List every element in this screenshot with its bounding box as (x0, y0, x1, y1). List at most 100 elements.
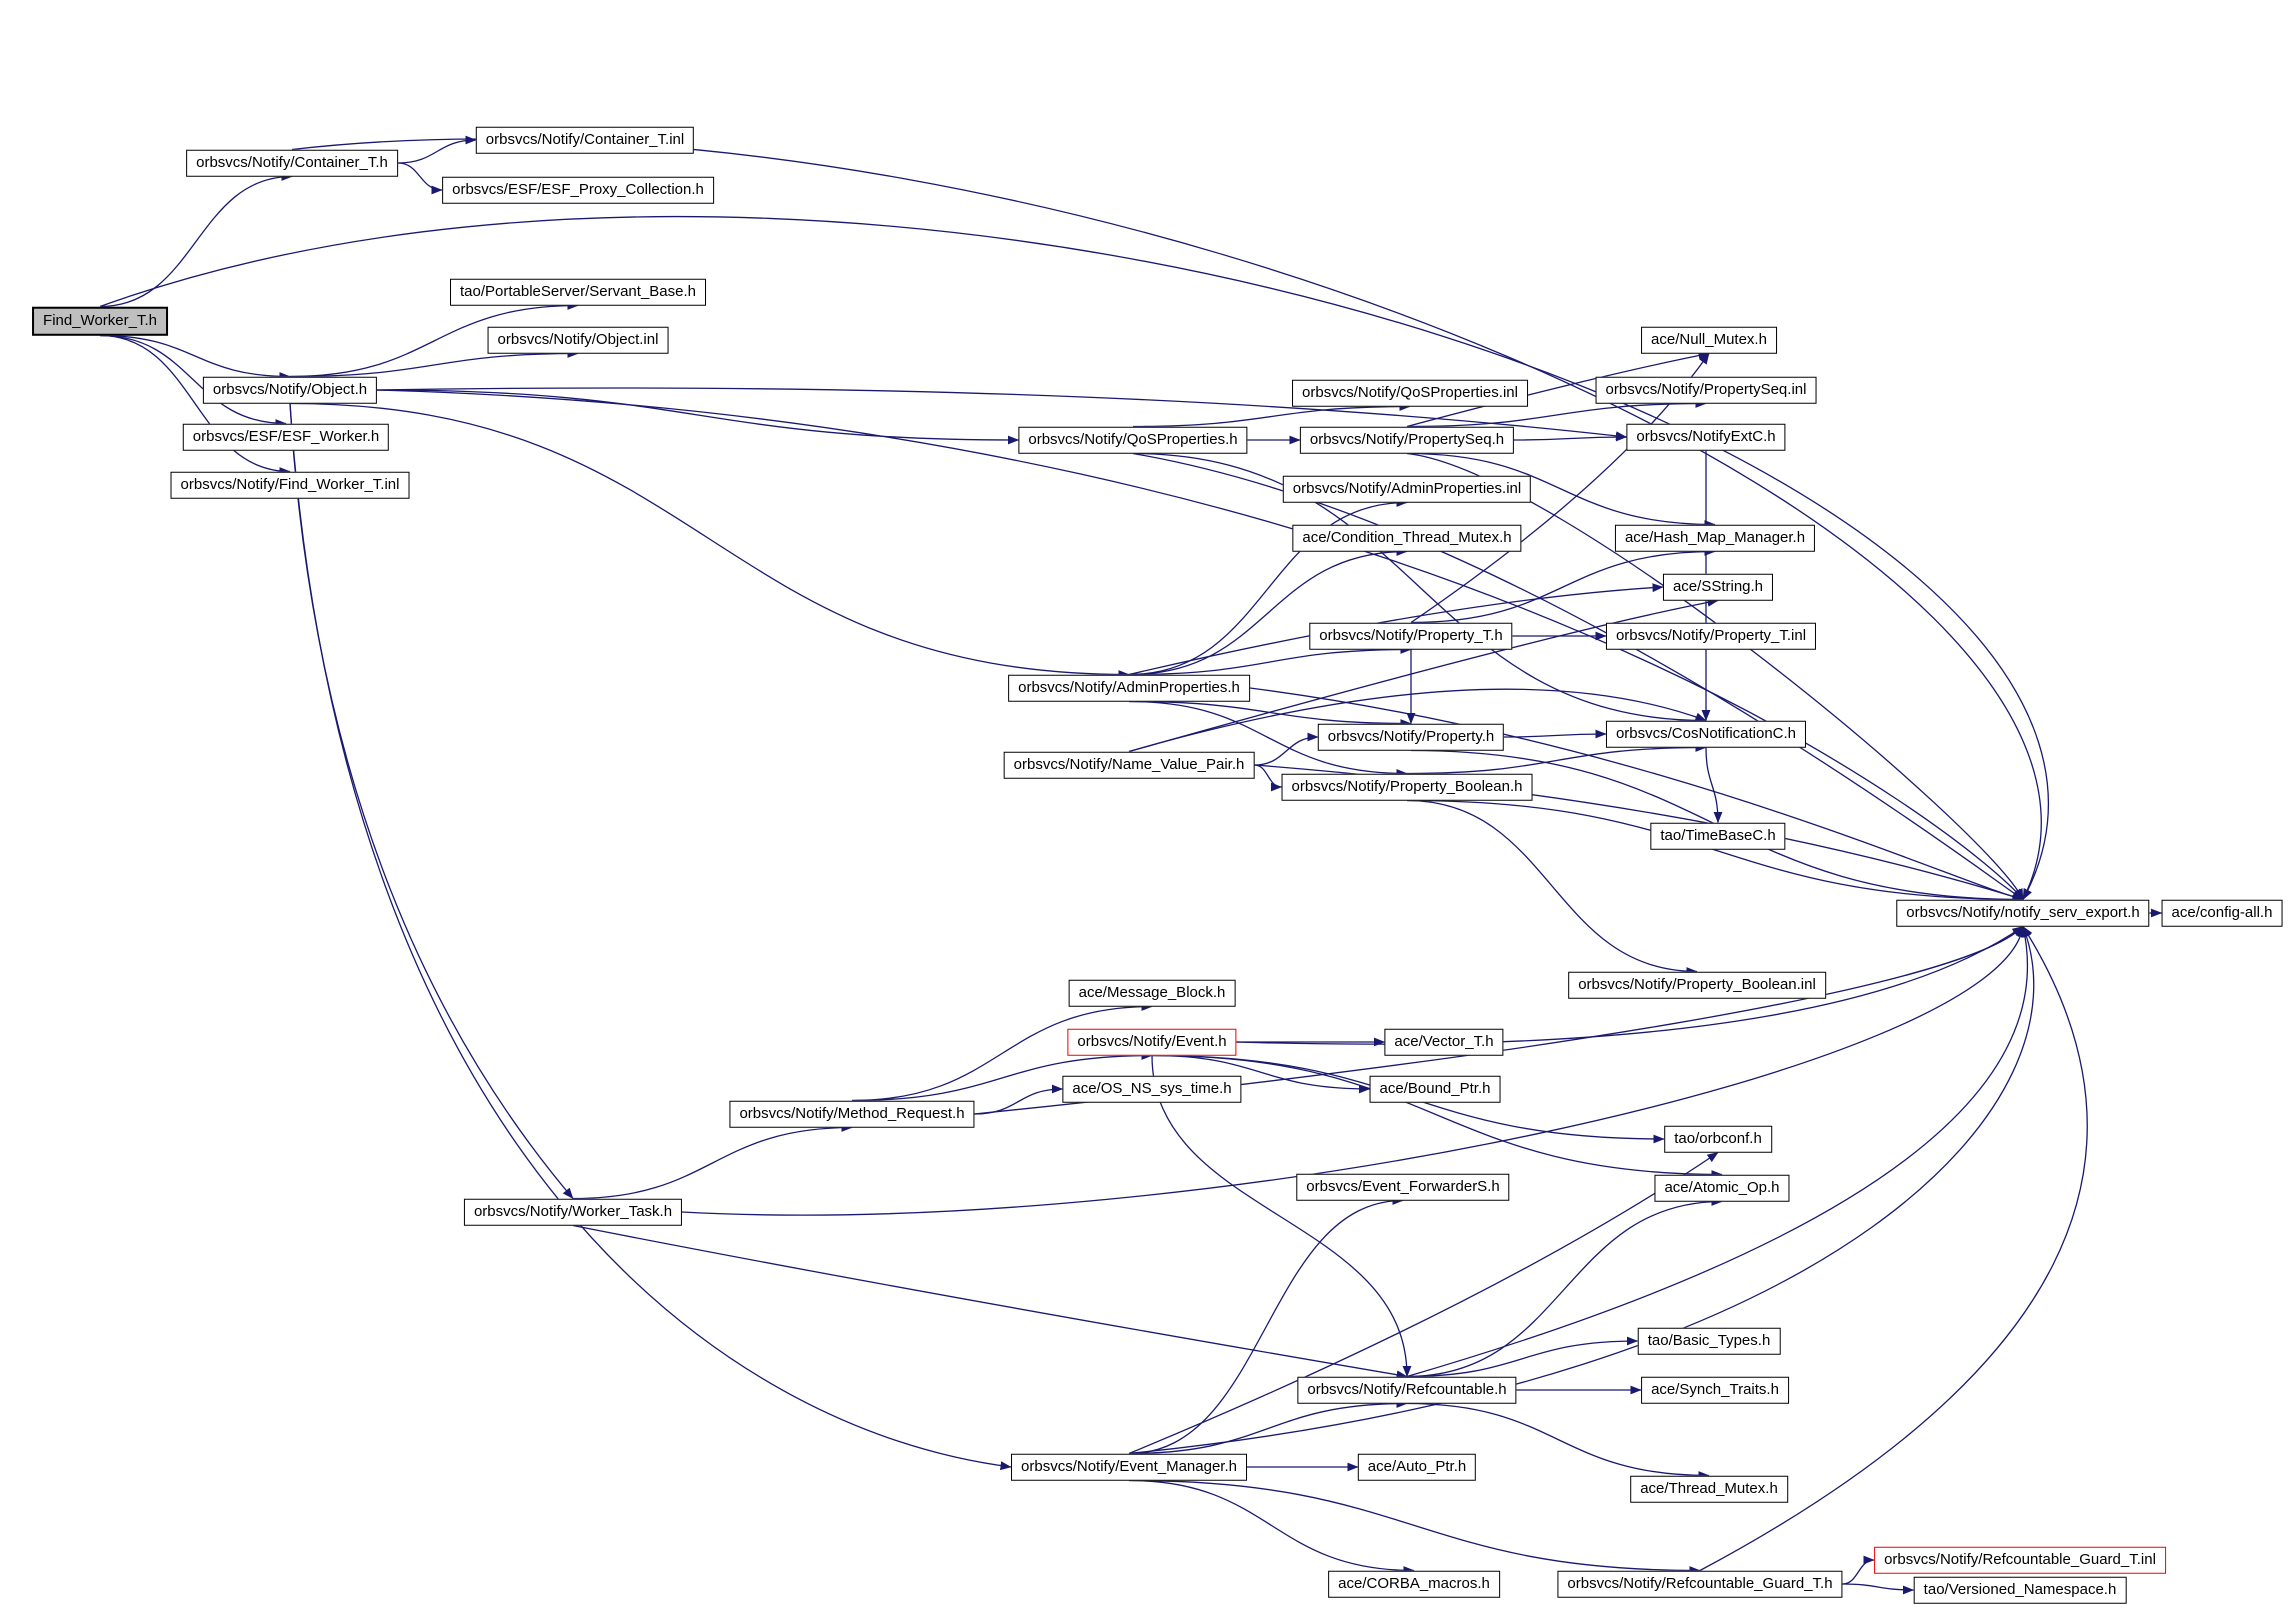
edge-object-h-to-notify-serv-export-h (376, 389, 2024, 900)
edge-property-boolean-h-to-property-boolean-inl (1406, 799, 1698, 976)
edge-method-request-h-to-event-h (851, 1051, 1153, 1102)
edge-event-manager-h-to-refcountable-h (1128, 1399, 1408, 1455)
node-find-worker-t-inl[interactable]: orbsvcs/Notify/Find_Worker_T.inl (170, 471, 410, 499)
edge-find-worker-t-h-to-esf-worker-h (99, 334, 287, 428)
node-qosproperties-inl[interactable]: orbsvcs/Notify/QoSProperties.inl (1292, 379, 1528, 407)
node-orbconf-h[interactable]: tao/orbconf.h (1664, 1125, 1772, 1153)
edge-adminproperties-h-to-condition-thread-mutex-h (1128, 547, 1408, 676)
node-vector-t-h[interactable]: ace/Vector_T.h (1384, 1028, 1504, 1056)
node-null-mutex-h[interactable]: ace/Null_Mutex.h (1641, 326, 1777, 354)
edge-method-request-h-to-message-block-h (851, 1002, 1153, 1102)
node-qosproperties-h[interactable]: orbsvcs/Notify/QoSProperties.h (1018, 426, 1248, 454)
edge-event-manager-h-to-orbconf-h (1128, 1151, 1719, 1455)
edge-propertyseq-h-to-propertyseq-inl (1406, 399, 1707, 428)
edge-propertyseq-h-to-null-mutex-h (1406, 351, 1710, 428)
edge-property-boolean-h-to-notify-serv-export-h (1406, 799, 2024, 904)
edge-qosproperties-h-to-qosproperties-inl (1132, 402, 1411, 428)
edge-object-h-to-event-manager-h (289, 403, 1012, 1471)
edge-property-h-to-cosnotificationc-h (1503, 729, 1607, 739)
node-bound-ptr-h[interactable]: ace/Bound_Ptr.h (1369, 1075, 1501, 1103)
edge-refcountable-h-to-basic-types-h (1406, 1336, 1639, 1378)
node-synch-traits-h[interactable]: ace/Synch_Traits.h (1641, 1376, 1789, 1404)
edge-event-manager-h-to-refcountable-guard-t-h (1128, 1479, 1701, 1575)
node-property-t-h[interactable]: orbsvcs/Notify/Property_T.h (1309, 622, 1513, 650)
node-container-t-h[interactable]: orbsvcs/Notify/Container_T.h (186, 149, 398, 177)
node-basic-types-h[interactable]: tao/Basic_Types.h (1637, 1327, 1781, 1355)
node-event-h[interactable]: orbsvcs/Notify/Event.h (1067, 1028, 1237, 1056)
node-property-boolean-h[interactable]: orbsvcs/Notify/Property_Boolean.h (1281, 773, 1533, 801)
node-cosnotificationc-h[interactable]: orbsvcs/CosNotificationC.h (1605, 720, 1807, 748)
node-refcountable-guard-t-inl[interactable]: orbsvcs/Notify/Refcountable_Guard_T.inl (1874, 1546, 2166, 1574)
node-atomic-op-h[interactable]: ace/Atomic_Op.h (1654, 1174, 1790, 1202)
node-notifyextc-h[interactable]: orbsvcs/NotifyExtC.h (1626, 423, 1786, 451)
edge-worker-task-h-to-refcountable-h (572, 1224, 1408, 1380)
node-thread-mutex-h[interactable]: ace/Thread_Mutex.h (1630, 1475, 1788, 1503)
node-object-inl[interactable]: orbsvcs/Notify/Object.inl (487, 326, 669, 354)
edge-event-h-to-atomic-op-h (1151, 1054, 1723, 1179)
node-hash-map-manager-h[interactable]: ace/Hash_Map_Manager.h (1614, 524, 1816, 552)
edge-object-h-to-servant-base-h (289, 301, 579, 378)
edge-container-t-h-to-esf-proxy-collection-h (397, 162, 443, 195)
node-propertyseq-inl[interactable]: orbsvcs/Notify/PropertySeq.inl (1595, 376, 1817, 404)
node-event-forwarders-h[interactable]: orbsvcs/Event_ForwarderS.h (1296, 1173, 1510, 1201)
node-propertyseq-h[interactable]: orbsvcs/Notify/PropertySeq.h (1299, 426, 1515, 454)
edge-adminproperties-h-to-property-boolean-h (1128, 700, 1408, 778)
node-sstring-h[interactable]: ace/SString.h (1662, 573, 1774, 601)
node-versioned-namespace-h[interactable]: tao/Versioned_Namespace.h (1913, 1576, 2127, 1604)
edge-event-h-to-refcountable-h (1151, 1055, 1412, 1378)
node-esf-worker-h[interactable]: orbsvcs/ESF/ESF_Worker.h (182, 423, 390, 451)
node-refcountable-guard-t-h[interactable]: orbsvcs/Notify/Refcountable_Guard_T.h (1557, 1570, 1843, 1598)
edge-refcountable-h-to-thread-mutex-h (1406, 1402, 1710, 1480)
node-servant-base-h[interactable]: tao/PortableServer/Servant_Base.h (450, 278, 706, 306)
edge-container-t-h-to-container-t-inl (397, 135, 477, 164)
node-os-ns-sys-time-h[interactable]: ace/OS_NS_sys_time.h (1062, 1075, 1242, 1103)
node-container-t-inl[interactable]: orbsvcs/Notify/Container_T.inl (475, 126, 695, 154)
edge-refcountable-guard-t-h-to-refcountable-guard-t-inl (1842, 1555, 1875, 1585)
node-adminproperties-inl[interactable]: orbsvcs/Notify/AdminProperties.inl (1282, 475, 1532, 503)
edge-event-manager-h-to-corba-macros-h (1128, 1479, 1415, 1575)
node-message-block-h[interactable]: ace/Message_Block.h (1068, 979, 1236, 1007)
node-refcountable-h[interactable]: orbsvcs/Notify/Refcountable.h (1297, 1376, 1517, 1404)
node-esf-proxy-collection-h[interactable]: orbsvcs/ESF/ESF_Proxy_Collection.h (442, 176, 714, 204)
node-name-value-pair-h[interactable]: orbsvcs/Notify/Name_Value_Pair.h (1003, 751, 1255, 779)
edge-object-h-to-object-inl (289, 349, 579, 378)
edge-qosproperties-h-to-notify-serv-export-h (1132, 452, 2024, 901)
node-event-manager-h[interactable]: orbsvcs/Notify/Event_Manager.h (1011, 1453, 1247, 1481)
node-method-request-h[interactable]: orbsvcs/Notify/Method_Request.h (729, 1100, 975, 1128)
edge-worker-task-h-to-notify-serv-export-h (681, 925, 2026, 1216)
node-property-h[interactable]: orbsvcs/Notify/Property.h (1317, 723, 1505, 751)
node-timebasec-h[interactable]: tao/TimeBaseC.h (1650, 822, 1786, 850)
edge-object-h-to-adminproperties-h (289, 402, 1130, 679)
node-corba-macros-h[interactable]: ace/CORBA_macros.h (1328, 1570, 1500, 1598)
edge-worker-task-h-to-method-request-h (572, 1123, 853, 1200)
node-auto-ptr-h[interactable]: ace/Auto_Ptr.h (1357, 1453, 1477, 1481)
edge-method-request-h-to-os-ns-sys-time-h (974, 1084, 1064, 1115)
node-adminproperties-h[interactable]: orbsvcs/Notify/AdminProperties.h (1008, 674, 1250, 702)
edge-name-value-pair-h-to-cosnotificationc-h (1128, 688, 1707, 753)
node-find-worker-t-h[interactable]: Find_Worker_T.h (32, 306, 168, 336)
edge-adminproperties-h-to-adminproperties-inl (1128, 498, 1408, 676)
node-config-all-h[interactable]: ace/config-all.h (2161, 899, 2283, 927)
edge-object-h-to-worker-task-h (289, 403, 574, 1199)
edge-propertyseq-h-to-notifyextc-h (1513, 432, 1628, 442)
edge-object-h-to-notifyextc-h (376, 387, 1628, 441)
edge-refcountable-guard-t-h-to-versioned-namespace-h (1842, 1583, 1915, 1595)
node-worker-task-h[interactable]: orbsvcs/Notify/Worker_Task.h (463, 1198, 683, 1226)
node-property-t-inl[interactable]: orbsvcs/Notify/Property_T.inl (1605, 622, 1817, 650)
node-property-boolean-inl[interactable]: orbsvcs/Notify/Property_Boolean.inl (1568, 971, 1826, 999)
edge-adminproperties-h-to-notify-serv-export-h (1249, 687, 2024, 902)
node-notify-serv-export-h[interactable]: orbsvcs/Notify/notify_serv_export.h (1896, 899, 2150, 927)
edge-adminproperties-h-to-sstring-h (1128, 583, 1664, 676)
edge-find-worker-t-h-to-object-h (99, 334, 291, 381)
edge-name-value-pair-h-to-sstring-h (1128, 598, 1719, 753)
edge-property-t-h-to-hash-map-manager-h (1410, 547, 1716, 624)
edge-name-value-pair-h-to-property-h (1254, 732, 1319, 766)
edge-property-boolean-h-to-cosnotificationc-h (1406, 743, 1707, 775)
edge-container-t-h-to-notify-serv-export-h (291, 138, 2042, 901)
edge-refcountable-h-to-notify-serv-export-h (1406, 925, 2030, 1378)
edge-find-worker-t-h-to-find-worker-t-inl (99, 334, 291, 476)
node-condition-thread-mutex-h[interactable]: ace/Condition_Thread_Mutex.h (1292, 524, 1522, 552)
node-object-h[interactable]: orbsvcs/Notify/Object.h (202, 376, 378, 404)
